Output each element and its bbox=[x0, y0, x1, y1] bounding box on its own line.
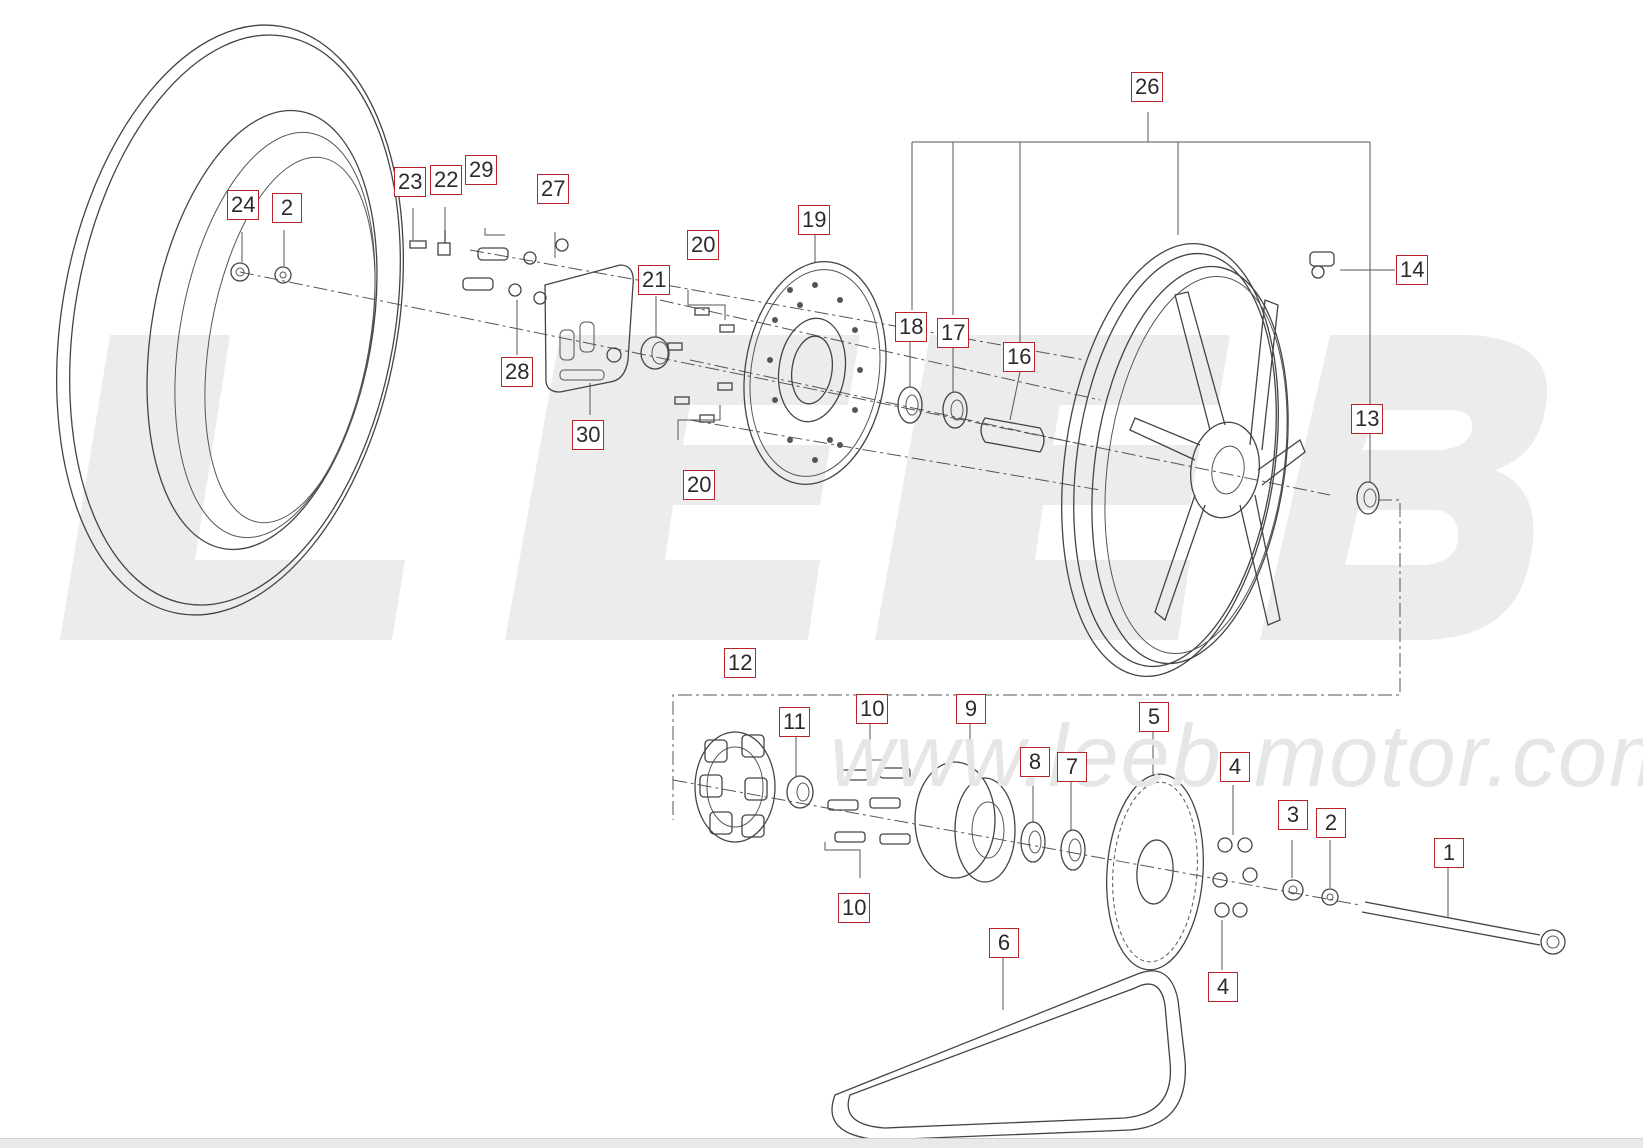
tyre-drawing bbox=[55, 24, 405, 616]
spacer-drawing bbox=[640, 336, 670, 370]
callout-11[interactable]: 11 bbox=[779, 707, 810, 737]
callout-1[interactable]: 1 bbox=[1434, 838, 1464, 868]
axle-drawing bbox=[1361, 868, 1566, 955]
callout-4-top[interactable]: 4 bbox=[1220, 752, 1250, 782]
callout-21[interactable]: 21 bbox=[638, 265, 671, 295]
callout-7[interactable]: 7 bbox=[1057, 752, 1087, 782]
callout-17[interactable]: 17 bbox=[937, 318, 970, 348]
callout-24[interactable]: 24 bbox=[227, 190, 260, 220]
callout-5[interactable]: 5 bbox=[1139, 702, 1169, 732]
collar-drawing bbox=[786, 737, 814, 809]
callout-14[interactable]: 14 bbox=[1396, 255, 1429, 285]
callout-2-axle-side[interactable]: 2 bbox=[1316, 808, 1346, 838]
cush-drive-drawing bbox=[694, 731, 776, 843]
callout-19[interactable]: 19 bbox=[798, 205, 831, 235]
callout-27[interactable]: 27 bbox=[537, 174, 570, 204]
callout-10-bottom[interactable]: 10 bbox=[838, 893, 871, 923]
callout-29[interactable]: 29 bbox=[465, 155, 498, 185]
callout-22[interactable]: 22 bbox=[430, 165, 463, 195]
drive-chain-drawing bbox=[831, 958, 1187, 1141]
axle-nut-drawing bbox=[230, 262, 292, 284]
disc-bolts-drawing bbox=[667, 290, 735, 440]
callout-9[interactable]: 9 bbox=[956, 694, 986, 724]
sprocket-hub-drawing bbox=[914, 722, 1016, 883]
callout-6[interactable]: 6 bbox=[989, 928, 1019, 958]
callout-3[interactable]: 3 bbox=[1278, 800, 1308, 830]
callout-8[interactable]: 8 bbox=[1020, 747, 1050, 777]
callout-18[interactable]: 18 bbox=[895, 312, 928, 342]
sprocket-drawing bbox=[1105, 730, 1205, 971]
bottom-scrollbar-strip bbox=[0, 1138, 1643, 1148]
callout-28[interactable]: 28 bbox=[501, 357, 534, 387]
leader-lines bbox=[241, 112, 1371, 482]
callout-2-tyre-side[interactable]: 2 bbox=[272, 193, 302, 223]
callout-23[interactable]: 23 bbox=[394, 167, 427, 197]
wheel-rim-drawing bbox=[1061, 242, 1306, 678]
callout-10-top[interactable]: 10 bbox=[856, 694, 889, 724]
axle-nut-right-drawing bbox=[1282, 840, 1339, 906]
leeb-watermark-logo bbox=[60, 335, 1548, 640]
callout-13[interactable]: 13 bbox=[1351, 404, 1384, 434]
callout-16[interactable]: 16 bbox=[1003, 342, 1036, 372]
callout-4-bottom[interactable]: 4 bbox=[1208, 972, 1238, 1002]
callout-12[interactable]: 12 bbox=[724, 648, 757, 678]
callout-26[interactable]: 26 bbox=[1131, 72, 1164, 102]
valve-drawing bbox=[1309, 251, 1395, 279]
callout-30[interactable]: 30 bbox=[572, 420, 605, 450]
callout-20-bottom[interactable]: 20 bbox=[683, 470, 716, 500]
hub-bearings-drawing bbox=[1020, 777, 1086, 871]
caliper-bracket-drawing bbox=[544, 264, 634, 393]
callout-20-top[interactable]: 20 bbox=[687, 230, 720, 260]
sprocket-studs-drawing bbox=[824, 722, 911, 878]
caliper-bracket-bolts-drawing bbox=[409, 230, 569, 305]
sprocket-nuts-drawing bbox=[1212, 785, 1258, 970]
oil-seal-drawing bbox=[1356, 481, 1380, 515]
brake-disc-drawing bbox=[743, 261, 887, 485]
